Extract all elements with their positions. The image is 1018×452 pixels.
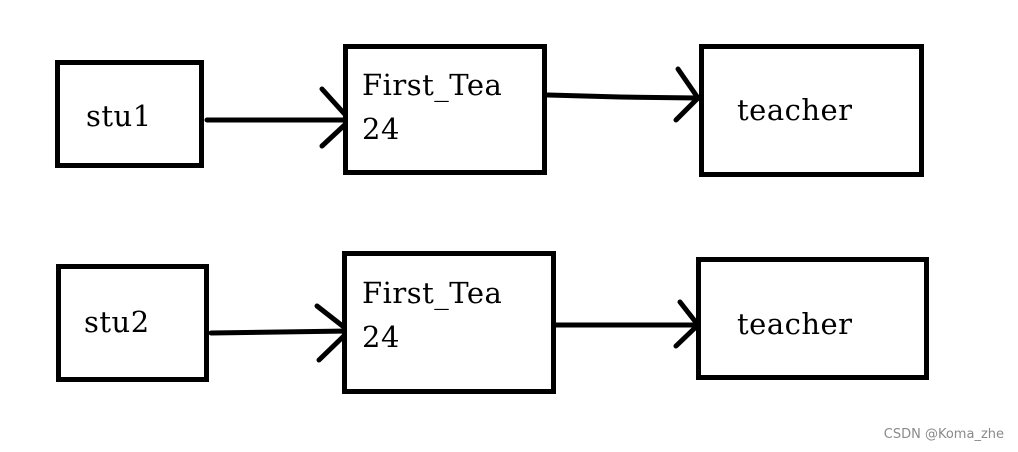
box-first-tea-2-value: 24 xyxy=(362,320,400,354)
box-first-tea-2 xyxy=(342,251,556,394)
box-teacher-1-label: teacher xyxy=(737,93,853,127)
arrow-first-tea-to-teacher-2 xyxy=(553,299,701,349)
box-stu2-label: stu2 xyxy=(84,305,150,339)
box-teacher-1 xyxy=(699,44,924,177)
box-first-tea-2-name: First_Tea xyxy=(362,276,503,310)
box-first-tea-1-name: First_Tea xyxy=(362,68,503,102)
box-teacher-2-label: teacher xyxy=(737,307,853,341)
box-stu1-label: stu1 xyxy=(86,99,152,133)
box-stu2 xyxy=(56,264,209,382)
arrow-stu2-to-first-tea xyxy=(208,303,352,363)
watermark-text: CSDN @Koma_zhe xyxy=(883,427,1004,442)
box-first-tea-1-value: 24 xyxy=(362,112,400,146)
box-first-tea-1 xyxy=(343,44,547,175)
box-stu1 xyxy=(55,60,204,168)
box-teacher-2 xyxy=(696,257,929,380)
arrow-stu1-to-first-tea xyxy=(204,86,353,149)
arrow-first-tea-to-teacher-1 xyxy=(545,66,701,123)
